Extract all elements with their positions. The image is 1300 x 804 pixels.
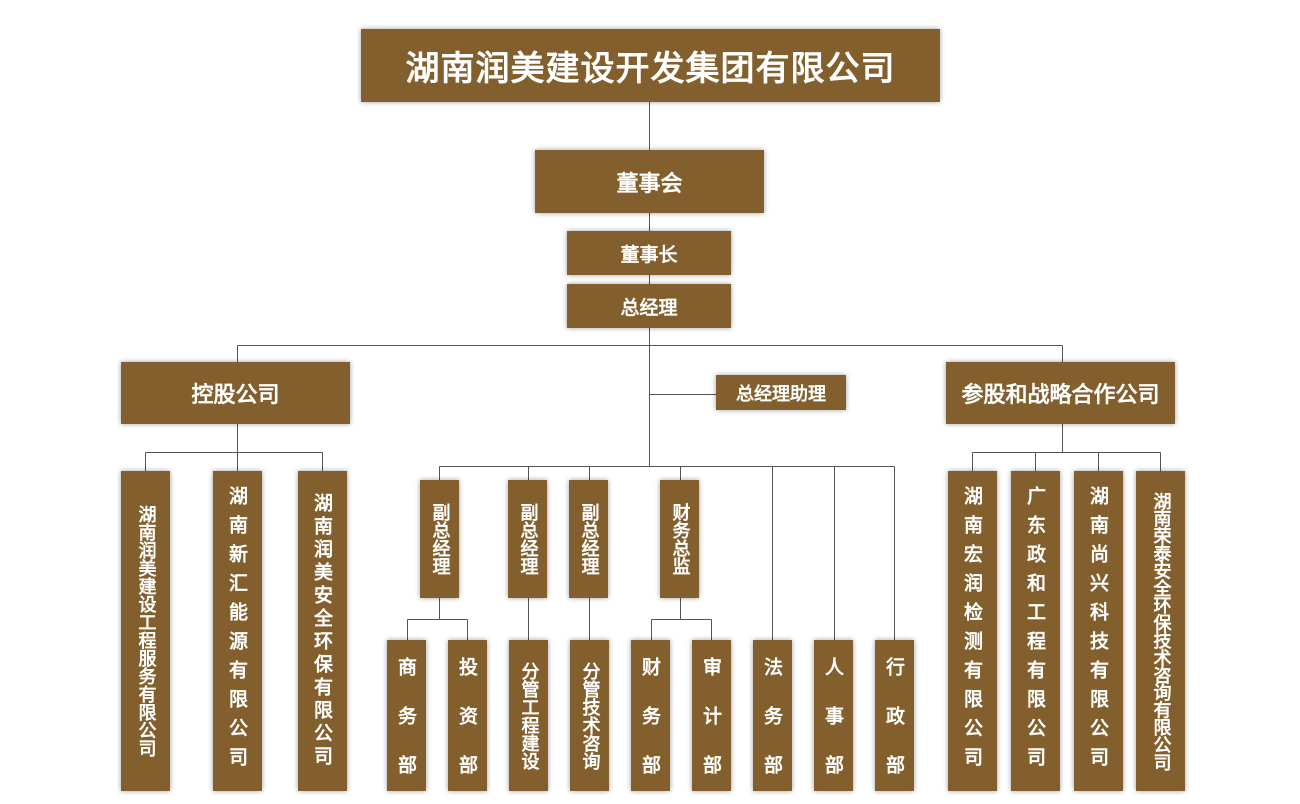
subsidiary-label-3: 湖南润美安全环保有限公司 bbox=[311, 493, 333, 769]
subsidiary-box-2: 湖南新汇能源有限公司 bbox=[213, 471, 262, 791]
subsidiary-label-2: 湖南新汇能源有限公司 bbox=[226, 486, 248, 776]
strategic-partners-label: 参股和战略合作公司 bbox=[961, 383, 1160, 408]
tech-consulting-oversight-box: 分管技术咨询 bbox=[570, 640, 609, 791]
partner-box-1: 湖南宏润检测有限公司 bbox=[948, 471, 997, 791]
general-manager-label: 总经理 bbox=[620, 296, 678, 319]
partner-box-2: 广东政和工程有限公司 bbox=[1011, 471, 1060, 791]
group-company-box: 湖南润美建设开发集团有限公司 bbox=[361, 29, 940, 102]
finance-dept-label: 财务部 bbox=[639, 657, 661, 804]
partner-label-3: 湖南尚兴科技有限公司 bbox=[1087, 486, 1109, 776]
engineering-oversight-label: 分管工程建设 bbox=[518, 661, 540, 770]
cfo-label: 财务总监 bbox=[669, 503, 691, 575]
hr-dept-box: 人事部 bbox=[814, 640, 853, 804]
cfo-box: 财务总监 bbox=[660, 480, 699, 598]
vice-gm-label-1: 副总经理 bbox=[429, 503, 451, 575]
partner-box-3: 湖南尚兴科技有限公司 bbox=[1074, 471, 1123, 791]
audit-dept-box: 审计部 bbox=[692, 640, 731, 804]
admin-dept-box: 行政部 bbox=[875, 640, 914, 804]
investment-dept-box: 投资部 bbox=[448, 640, 487, 804]
gm-assistant-box: 总经理助理 bbox=[716, 375, 846, 410]
commerce-dept-label: 商务部 bbox=[395, 657, 417, 804]
hr-dept-label: 人事部 bbox=[822, 657, 844, 804]
holding-companies-box: 控股公司 bbox=[121, 362, 350, 424]
tech-consulting-oversight-label: 分管技术咨询 bbox=[579, 661, 601, 770]
partner-label-2: 广东政和工程有限公司 bbox=[1024, 486, 1046, 776]
investment-dept-label: 投资部 bbox=[456, 657, 478, 804]
vice-gm-box-2: 副总经理 bbox=[508, 480, 547, 598]
admin-dept-label: 行政部 bbox=[883, 657, 905, 804]
chairman-box: 董事长 bbox=[567, 231, 731, 275]
gm-assistant-label: 总经理助理 bbox=[736, 383, 826, 405]
board-label: 董事会 bbox=[616, 171, 683, 197]
vice-gm-label-3: 副总经理 bbox=[578, 503, 600, 575]
partner-box-4: 湖南荣泰安全环保技术咨询有限公司 bbox=[1136, 471, 1185, 791]
audit-dept-label: 审计部 bbox=[700, 657, 722, 804]
group-company-label: 湖南润美建设开发集团有限公司 bbox=[405, 49, 896, 89]
board-box: 董事会 bbox=[535, 150, 764, 213]
vice-gm-label-2: 副总经理 bbox=[517, 503, 539, 575]
legal-dept-box: 法务部 bbox=[753, 640, 792, 804]
subsidiary-box-1: 湖南润美建设工程服务有限公司 bbox=[121, 471, 170, 791]
strategic-partners-box: 参股和战略合作公司 bbox=[946, 362, 1175, 424]
holding-companies-label: 控股公司 bbox=[191, 383, 280, 408]
engineering-oversight-box: 分管工程建设 bbox=[509, 640, 548, 791]
partner-label-1: 湖南宏润检测有限公司 bbox=[961, 486, 983, 776]
vice-gm-box-1: 副总经理 bbox=[420, 480, 459, 598]
legal-dept-label: 法务部 bbox=[761, 657, 783, 804]
partner-label-4: 湖南荣泰安全环保技术咨询有限公司 bbox=[1150, 491, 1172, 771]
subsidiary-label-1: 湖南润美建设工程服务有限公司 bbox=[135, 505, 157, 757]
general-manager-box: 总经理 bbox=[567, 284, 731, 328]
chairman-label: 董事长 bbox=[620, 243, 678, 266]
finance-dept-box: 财务部 bbox=[631, 640, 670, 804]
subsidiary-box-3: 湖南润美安全环保有限公司 bbox=[298, 471, 347, 791]
commerce-dept-box: 商务部 bbox=[387, 640, 426, 804]
vice-gm-box-3: 副总经理 bbox=[569, 480, 608, 598]
